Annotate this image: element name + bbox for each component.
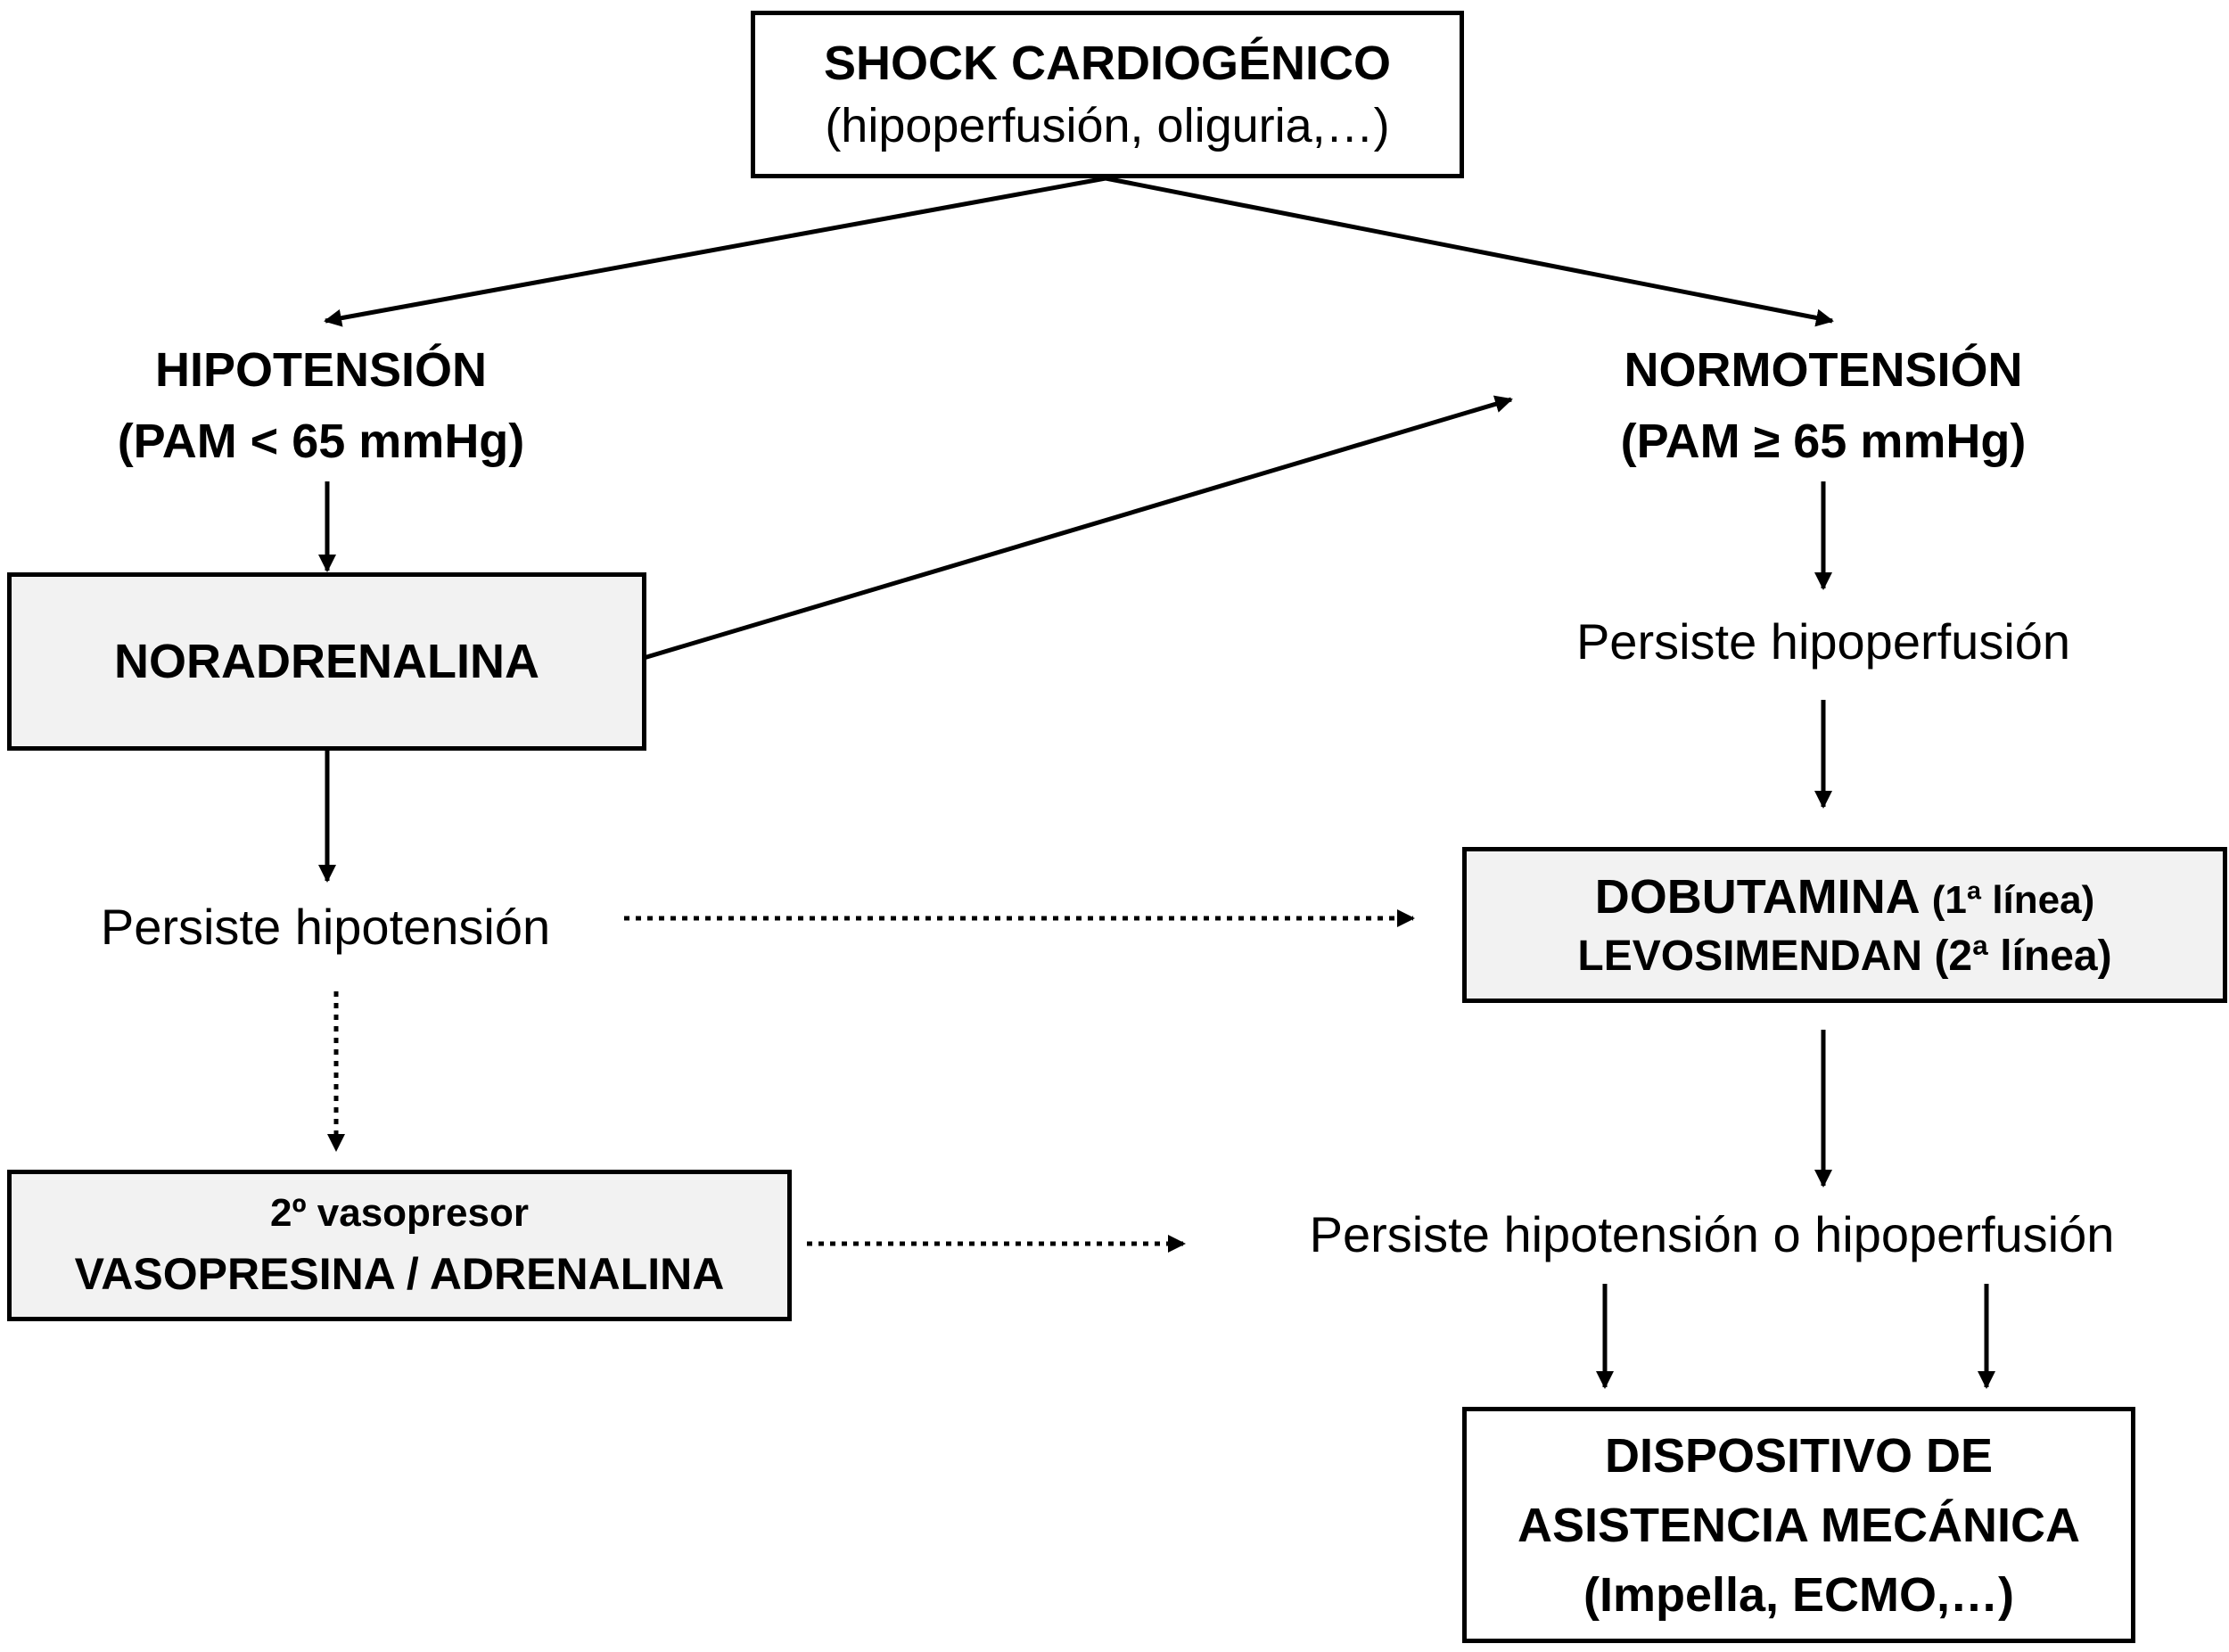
dobutamina-label: DOBUTAMINA [1594,870,1919,924]
segundo-vasopresor-drugs: VASOPRESINA / ADRENALINA [74,1249,725,1299]
shock-subtitle: (hipoperfusión, oliguria,…) [825,99,1390,152]
inotropos-box: DOBUTAMINA (1ª línea) LEVOSIMENDAN (2ª l… [1462,847,2227,1003]
shock-cardiogenico-box: SHOCK CARDIOGÉNICO (hipoperfusión, oligu… [751,11,1464,178]
arrow-noradrenalina-to-normotension [643,395,1513,661]
dispositivo-line-2: ASISTENCIA MECÁNICA [1517,1498,2081,1552]
hipotension-node: HIPOTENSIÓN (PAM < 65 mmHg) [53,334,588,477]
arrow-shock-to-hipotension [324,176,1106,327]
dispositivo-line-1: DISPOSITIVO DE [1604,1428,1994,1483]
segundo-vasopresor-heading: 2º vasopresor [270,1191,529,1235]
hipotension-criteria: (PAM < 65 mmHg) [117,415,525,468]
segundo-vasopresor-box: 2º vasopresor VASOPRESINA / ADRENALINA [7,1170,792,1321]
normotension-criteria: (PAM ≥ 65 mmHg) [1620,415,2027,468]
dobutamina-note: (1ª línea) [1931,878,2095,922]
normotension-node: NORMOTENSIÓN (PAM ≥ 65 mmHg) [1556,334,2091,477]
persiste-hipotension-text: Persiste hipotensión [100,899,551,955]
noradrenalina-box: NORADRENALINA [7,572,646,751]
inotropos-line-1: DOBUTAMINA (1ª línea) [1595,869,2095,925]
noradrenalina-label: NORADRENALINA [114,635,539,688]
levosimendan-note: (2ª línea) [1934,933,2112,980]
dispositivo-box: DISPOSITIVO DE ASISTENCIA MECÁNICA (Impe… [1462,1407,2135,1643]
dispositivo-line-3: (Impella, ECMO,…) [1583,1567,2015,1622]
inotropos-line-2: LEVOSIMENDAN (2ª línea) [1577,932,2111,981]
normotension-title: NORMOTENSIÓN [1624,343,2023,397]
hipotension-title: HIPOTENSIÓN [154,343,488,397]
persiste-hipoperfusion-text: Persiste hipoperfusión [1575,613,2071,670]
persiste-hipotension-o-hipoperfusion-text: Persiste hipotensión o hipoperfusión [1309,1206,2115,1262]
shock-title: SHOCK CARDIOGÉNICO [823,37,1392,90]
levosimendan-label: LEVOSIMENDAN [1577,933,1923,980]
arrow-shock-to-normotension [1105,176,1834,327]
